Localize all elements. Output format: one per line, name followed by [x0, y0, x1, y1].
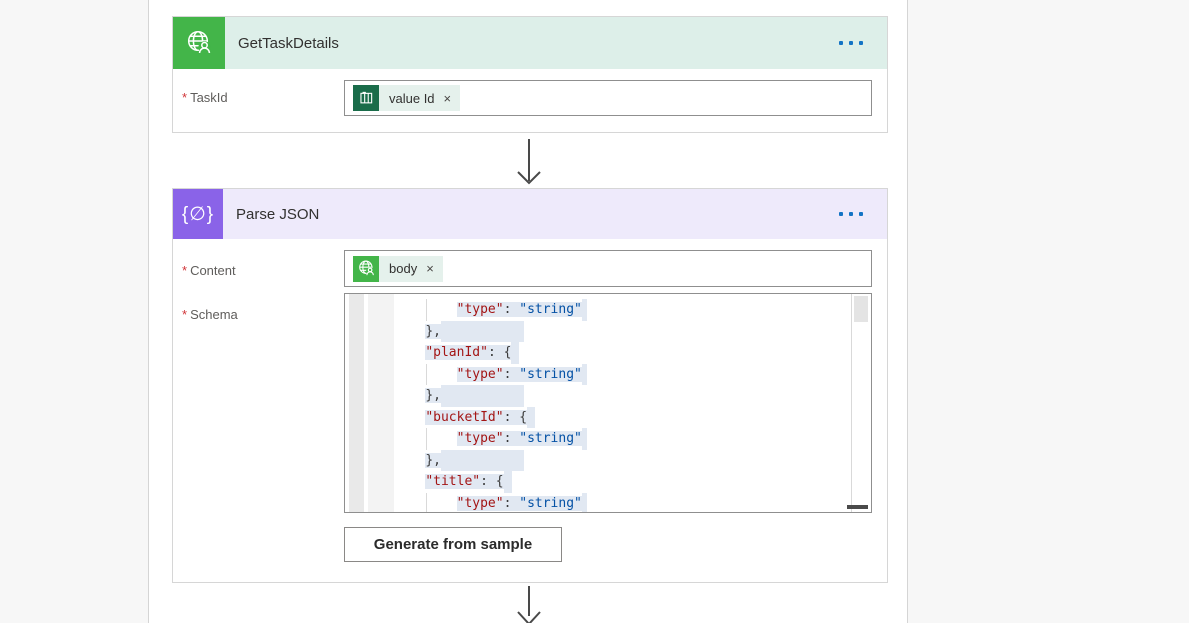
action-card-gettaskdetails: GetTaskDetails *TaskId value Id ×: [172, 16, 888, 133]
editor-gutter-2: [368, 294, 394, 512]
action-header-gettaskdetails[interactable]: GetTaskDetails: [173, 17, 887, 69]
parse-json-braces-icon: {∅}: [173, 189, 223, 239]
token-body[interactable]: body ×: [353, 255, 443, 282]
token-remove-button[interactable]: ×: [443, 90, 452, 106]
schema-code-lines: "type": "string" }, "planId": { "type": …: [394, 299, 851, 512]
token-label: body: [389, 261, 418, 276]
token-remove-button[interactable]: ×: [426, 261, 434, 276]
taskid-input[interactable]: value Id ×: [344, 80, 872, 116]
action-card-parse-json: {∅} Parse JSON *Content: [172, 188, 888, 583]
http-connector-globe-person-icon: [353, 255, 379, 282]
schema-editor[interactable]: "type": "string" }, "planId": { "type": …: [344, 293, 872, 513]
action-header-parse-json[interactable]: {∅} Parse JSON: [173, 189, 887, 239]
editor-hscrollbar-thumb[interactable]: [847, 505, 868, 509]
token-label: value Id: [389, 90, 435, 106]
content-input[interactable]: body ×: [344, 250, 872, 287]
editor-gutter: [349, 294, 364, 512]
field-label-content: *Content: [182, 263, 236, 278]
field-label-schema: *Schema: [182, 307, 238, 322]
connector-arrow-top: [517, 139, 541, 185]
generate-from-sample-button[interactable]: Generate from sample: [344, 527, 562, 562]
editor-vscrollbar-thumb[interactable]: [854, 296, 868, 322]
field-label-text: Content: [190, 263, 236, 278]
action-title: Parse JSON: [236, 205, 320, 223]
http-connector-globe-person-icon: [173, 17, 225, 69]
planner-grid-icon: [353, 85, 379, 111]
more-options-button[interactable]: [837, 206, 865, 222]
required-asterisk: *: [182, 263, 188, 278]
field-label-taskid: *TaskId: [182, 90, 228, 105]
editor-scrollbar-track: [851, 294, 852, 512]
required-asterisk: *: [182, 307, 188, 322]
action-title: GetTaskDetails: [238, 34, 339, 52]
connector-arrow-bottom: [517, 586, 541, 623]
field-label-text: TaskId: [190, 90, 228, 105]
more-options-button[interactable]: [837, 35, 865, 51]
required-asterisk: *: [182, 90, 188, 105]
field-label-text: Schema: [190, 307, 238, 322]
token-value-id[interactable]: value Id ×: [353, 85, 461, 111]
